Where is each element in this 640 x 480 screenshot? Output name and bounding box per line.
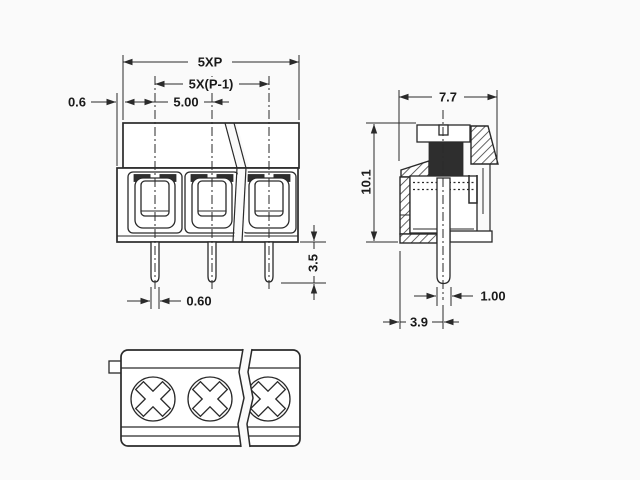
housing-right-wedge [470, 125, 499, 165]
cross-recess-icon [249, 380, 287, 418]
mounting-tab [108, 360, 123, 374]
dim-pin-to-edge: 3.9 [383, 251, 459, 330]
cross-recess-icon [134, 380, 172, 418]
dim-label-pin-length: 3.5 [306, 254, 321, 272]
dim-label-total-width: 5XP [198, 55, 223, 70]
housing-bottom [399, 233, 438, 244]
housing-bottom-right-step [449, 230, 493, 243]
housing-left-wall [399, 176, 411, 235]
dim-label-pin-to-edge: 3.9 [410, 315, 428, 330]
dim-offset-and-pitch: 0.6 5.00 [68, 95, 229, 110]
dim-label-body-offset: 0.6 [68, 95, 86, 110]
screw-top-2 [187, 376, 233, 422]
dim-label-pin-diameter: 1.00 [480, 289, 505, 304]
screw-thread [428, 141, 464, 177]
dim-contact-span: 5X(P-1) [155, 77, 269, 92]
screw-top-1 [130, 376, 176, 422]
top-break-lines [237, 348, 254, 448]
cross-recess-icon [191, 380, 229, 418]
top-view [108, 348, 301, 448]
housing-left-lip [400, 160, 430, 178]
dim-pin-width: 0.60 [127, 287, 212, 309]
front-view-dimensions: 5XP 5X(P-1) 0.6 5.00 0.60 [68, 55, 326, 309]
dim-pin-length: 3.5 [281, 225, 326, 300]
dim-label-pitch: 5.00 [173, 95, 198, 110]
dim-label-pin-width: 0.60 [186, 294, 211, 309]
side-view-dimensions: 7.7 10.1 1.00 3.9 [359, 90, 506, 330]
dim-pin-diameter: 1.00 [414, 287, 506, 306]
dim-label-body-height: 10.1 [359, 169, 374, 194]
dim-total-width: 5XP [123, 55, 299, 70]
dim-body-width: 7.7 [398, 90, 498, 164]
front-break-lines [224, 122, 249, 243]
side-view [399, 110, 499, 300]
dim-label-body-width: 7.7 [439, 90, 457, 105]
clamp-right-clip [468, 175, 478, 204]
front-view [116, 76, 300, 292]
screw-top-3 [245, 376, 291, 422]
dim-body-height: 10.1 [359, 122, 416, 243]
dim-label-contact-span: 5X(P-1) [189, 77, 234, 92]
front-upper-body [122, 122, 300, 169]
